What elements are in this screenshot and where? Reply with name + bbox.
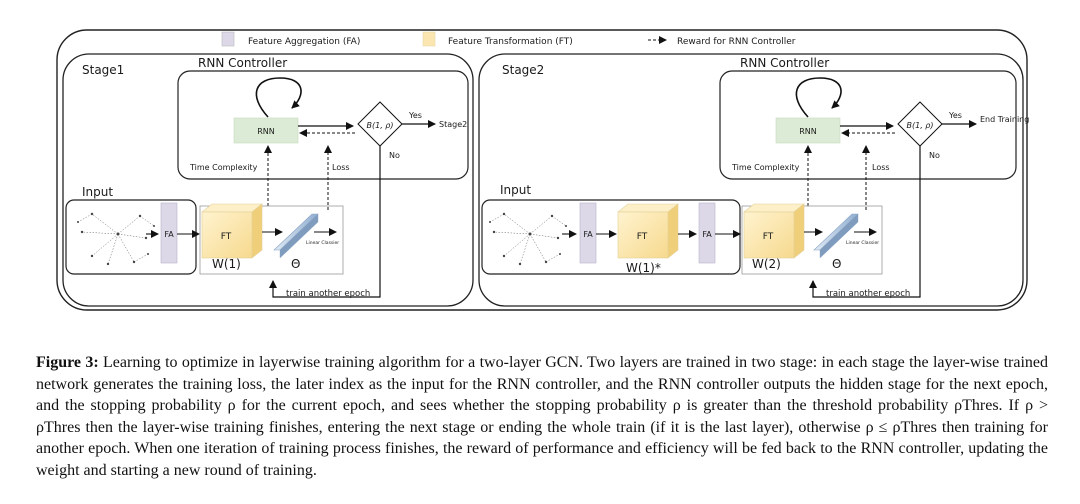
stage1-controller-title: RNN Controller [198, 56, 287, 70]
stage1-fa-block [160, 202, 178, 264]
stage2-ft2-label: FT [763, 232, 774, 242]
legend-fa-swatch [221, 31, 235, 47]
legend-ft-label: Feature Transformation (FT) [448, 37, 573, 47]
stage2-frame [478, 53, 1024, 307]
stage2-controller-title: RNN Controller [740, 56, 829, 70]
stage1-train-another: train another epoch [286, 289, 370, 299]
stage2-fa2-block [698, 202, 716, 264]
stage1-title: Stage1 [82, 63, 124, 77]
stage2-graph-nodes [489, 212, 567, 266]
caption-text: Learning to optimize in layerwise traini… [36, 354, 1049, 479]
stage1-panel: Stage1 RNN Controller RNN B(1, ρ) Yes St… [62, 53, 474, 307]
stage1-yes-target: Stage2 [439, 120, 467, 129]
stage2-rnn-block [775, 117, 841, 144]
stage2-decision-label: B(1, ρ) [907, 121, 934, 130]
legend-fa-label: Feature Aggregation (FA) [248, 37, 360, 47]
diagram-canvas: Feature Aggregation (FA) Feature Transfo… [56, 29, 1029, 311]
stage2-ft2-top [743, 203, 805, 213]
stage2-ft2-block [743, 211, 795, 259]
stage1-yes-label: Yes [408, 111, 422, 120]
stage2-panel: Stage2 RNN Controller RNN B(1, ρ) Yes En… [478, 53, 1029, 307]
stage2-ft-block [617, 211, 669, 259]
stage1-no-loop-arrow [269, 146, 381, 298]
stage1-ft-top [201, 203, 263, 213]
stage2-no-loop-arrow [809, 146, 921, 298]
stage2-train-another: train another epoch [826, 289, 910, 299]
stage1-fa-label: FA [164, 230, 174, 239]
stage1-loss: Loss [332, 163, 350, 172]
stage1-theta-label: Θ [291, 257, 300, 271]
stage2-graph-icon [489, 213, 567, 265]
stage2-ft-top [617, 203, 679, 213]
stage2-yes-label: Yes [948, 111, 962, 120]
stage1-ft-block [201, 211, 253, 259]
stage1-time-complexity: Time Complexity [189, 163, 258, 172]
stage2-rnn-label: RNN [799, 127, 817, 136]
stage1-classifier-side [279, 213, 319, 259]
stage1-frame [62, 53, 474, 307]
stage2-no-label: No [929, 151, 940, 160]
stage2-fa-block [579, 202, 597, 264]
stage2-network-box [741, 205, 883, 275]
stage1-controller-box [177, 70, 469, 180]
stage2-title: Stage2 [502, 63, 544, 77]
stage1-decision-label: B(1, ρ) [367, 121, 394, 130]
outer-frame [56, 29, 1028, 311]
stage2-classifier-side [819, 213, 859, 259]
stage2-theta-label: Θ [832, 257, 841, 271]
legend-reward-label: Reward for RNN Controller [677, 37, 796, 47]
caption-label: Figure 3: [36, 354, 99, 371]
stage2-input-title: Input [500, 183, 531, 197]
stage2-time-complexity: Time Complexity [731, 163, 800, 172]
stage1-network-box [199, 205, 344, 275]
stage1-no-label: No [389, 151, 400, 160]
stage2-ft2-side [793, 203, 805, 259]
stage2-loss: Loss [872, 163, 890, 172]
stage1-input-title: Input [82, 185, 113, 199]
stage1-weight-label: W(1) [212, 257, 241, 271]
stage2-ft-label: FT [637, 232, 648, 242]
stage1-classifier-label: Linear Classier [306, 240, 339, 246]
stage1-graph-nodes [77, 212, 155, 266]
stage1-ft-label: FT [221, 232, 232, 242]
stage2-controller-box [719, 70, 1017, 180]
stage1-ft-side [251, 203, 263, 259]
stage1-rnn-loop [255, 77, 302, 118]
stage2-weight-prev-label: W(1)* [626, 261, 661, 275]
figure-caption: Figure 3: Learning to optimize in layerw… [36, 352, 1048, 482]
stage2-classifier-label: Linear Classier [846, 240, 879, 246]
stage1-rnn-block [233, 117, 299, 144]
legend: Feature Aggregation (FA) Feature Transfo… [221, 31, 796, 47]
stage2-rnn-loop [795, 77, 842, 118]
stage2-yes-target: End Training [980, 115, 1029, 124]
stage2-fa2-label: FA [702, 230, 712, 239]
stage2-ft-side [667, 203, 679, 259]
stage1-rnn-label: RNN [257, 127, 275, 136]
stage2-weight-label: W(2) [752, 257, 781, 271]
stage1-graph-icon [77, 213, 155, 265]
stage2-fa-label: FA [583, 230, 593, 239]
legend-ft-swatch [422, 31, 436, 47]
